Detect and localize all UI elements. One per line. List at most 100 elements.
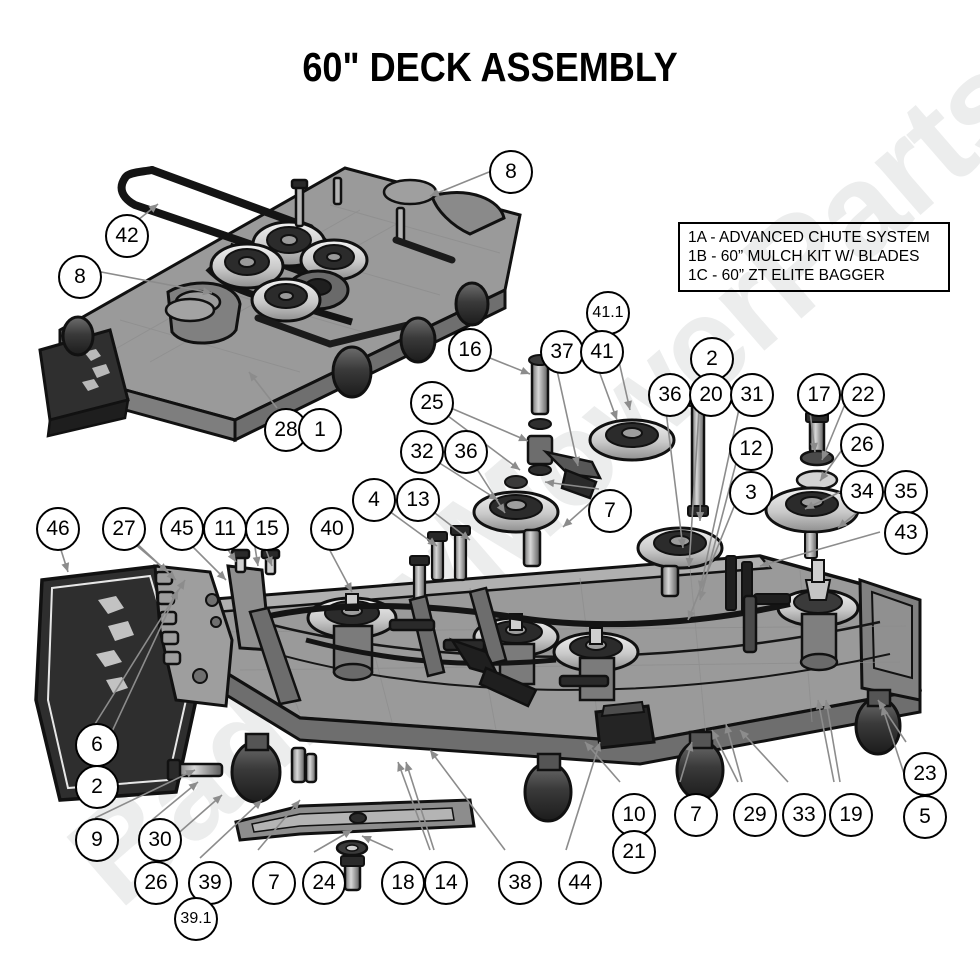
callout-40[interactable]: 40 — [310, 507, 354, 551]
center-hardware — [409, 354, 860, 615]
callout-36[interactable]: 36 — [648, 373, 692, 417]
leader-arrowhead — [427, 537, 437, 546]
callout-20[interactable]: 20 — [689, 373, 733, 417]
page-title: 60" DECK ASSEMBLY — [302, 44, 678, 90]
callout-label: 24 — [312, 871, 336, 894]
callout-41[interactable]: 41 — [580, 330, 624, 374]
callout-9[interactable]: 9 — [75, 818, 119, 862]
callout-label: 2 — [91, 775, 103, 798]
leader-arrowhead — [430, 750, 439, 760]
callout-label: 32 — [410, 440, 434, 463]
callout-1[interactable]: 1 — [298, 408, 342, 452]
callout-label: 16 — [458, 338, 482, 361]
callout-label: 1 — [314, 418, 326, 441]
leader-arrowhead — [460, 531, 470, 540]
callout-26[interactable]: 26 — [840, 423, 884, 467]
leader-line — [429, 749, 506, 851]
callout-29[interactable]: 29 — [733, 793, 777, 837]
callout-7[interactable]: 7 — [588, 489, 632, 533]
leader-arrowhead — [724, 724, 733, 734]
callout-37[interactable]: 37 — [540, 330, 584, 374]
leader-line — [688, 394, 701, 568]
callout-34[interactable]: 34 — [840, 470, 884, 514]
callout-30[interactable]: 30 — [138, 818, 182, 862]
callout-label: 37 — [550, 340, 574, 363]
callout-label: 18 — [391, 871, 415, 894]
leader-arrowhead — [176, 580, 185, 590]
callout-27[interactable]: 27 — [102, 507, 146, 551]
callout-label: 8 — [505, 160, 517, 183]
callout-15[interactable]: 15 — [245, 507, 289, 551]
callout-35[interactable]: 35 — [884, 470, 928, 514]
leader-arrowhead — [185, 770, 195, 778]
callout-24[interactable]: 24 — [302, 861, 346, 905]
leader-arrowhead — [823, 700, 832, 710]
callout-16[interactable]: 16 — [448, 328, 492, 372]
callout-label: 11 — [214, 517, 236, 540]
callout-18[interactable]: 18 — [381, 861, 425, 905]
callout-17[interactable]: 17 — [797, 373, 841, 417]
leader-arrowhead — [698, 590, 707, 600]
leader-line — [79, 267, 213, 294]
leader-arrowhead — [878, 700, 887, 710]
leader-arrowhead — [696, 511, 705, 521]
callout-6[interactable]: 6 — [75, 723, 119, 767]
leader-arrowhead — [563, 518, 573, 527]
callout-19[interactable]: 19 — [829, 793, 873, 837]
legend-line-1c: 1C - 60” ZT ELITE BAGGER — [688, 267, 885, 284]
leader-arrowhead — [291, 800, 300, 810]
callout-5[interactable]: 5 — [903, 795, 947, 839]
callout-8[interactable]: 8 — [58, 255, 102, 299]
callout-45[interactable]: 45 — [160, 507, 204, 551]
leader-arrowhead — [61, 562, 70, 572]
leader-arrowhead — [397, 762, 405, 772]
callout-7[interactable]: 7 — [252, 861, 296, 905]
callout-label: 14 — [434, 871, 458, 894]
leader-arrowhead — [520, 366, 530, 375]
upper-deck-assembly — [38, 166, 522, 443]
callout-21[interactable]: 21 — [612, 830, 656, 874]
callout-label: 7 — [690, 803, 702, 826]
leader-line — [759, 531, 881, 567]
callout-label: 29 — [743, 803, 767, 826]
callout-25[interactable]: 25 — [410, 381, 454, 425]
callout-14[interactable]: 14 — [424, 861, 468, 905]
leader-arrowhead — [148, 204, 158, 213]
callout-13[interactable]: 13 — [396, 478, 440, 522]
callout-2[interactable]: 2 — [690, 337, 734, 381]
leader-arrowhead — [227, 552, 236, 562]
callout-22[interactable]: 22 — [841, 373, 885, 417]
callout-41-1[interactable]: 41.1 — [586, 291, 630, 335]
callout-42[interactable]: 42 — [105, 214, 149, 258]
callout-31[interactable]: 31 — [730, 373, 774, 417]
leader-line — [565, 741, 601, 851]
leader-arrowhead — [170, 590, 178, 600]
callout-7[interactable]: 7 — [674, 793, 718, 837]
legend-line-1a: 1A - ADVANCED CHUTE SYSTEM — [688, 229, 930, 246]
callout-26[interactable]: 26 — [134, 861, 178, 905]
leader-line — [397, 761, 431, 851]
callout-32[interactable]: 32 — [400, 430, 444, 474]
callout-4[interactable]: 4 — [352, 478, 396, 522]
callout-2[interactable]: 2 — [75, 765, 119, 809]
upper-deck-pulleys — [209, 220, 369, 323]
callout-33[interactable]: 33 — [782, 793, 826, 837]
callout-8[interactable]: 8 — [489, 150, 533, 194]
callout-12[interactable]: 12 — [729, 427, 773, 471]
callout-3[interactable]: 3 — [729, 471, 773, 515]
callout-28[interactable]: 28 — [264, 408, 308, 452]
leader-arrowhead — [342, 830, 352, 838]
callout-23[interactable]: 23 — [903, 752, 947, 796]
callout-39-1[interactable]: 39.1 — [174, 897, 218, 941]
callout-38[interactable]: 38 — [498, 861, 542, 905]
callout-label: 15 — [255, 517, 279, 540]
legend-line-1b: 1B - 60” MULCH KIT W/ BLADES — [688, 248, 920, 265]
main-deck-wheels — [230, 688, 902, 823]
callout-46[interactable]: 46 — [36, 507, 80, 551]
callout-43[interactable]: 43 — [884, 511, 928, 555]
leader-line — [429, 171, 490, 197]
callout-11[interactable]: 11 — [203, 507, 247, 551]
leader-line — [739, 729, 789, 783]
callout-36[interactable]: 36 — [444, 430, 488, 474]
callout-44[interactable]: 44 — [558, 861, 602, 905]
